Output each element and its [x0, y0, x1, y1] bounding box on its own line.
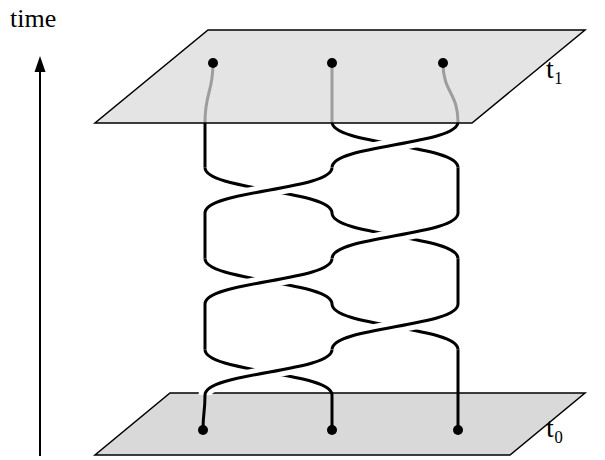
endpoint-dot	[453, 425, 463, 435]
braid-strand	[205, 259, 332, 305]
crossing-gap	[205, 259, 332, 305]
braid-strand	[205, 350, 332, 396]
braid-strand	[332, 304, 458, 350]
braid-strand	[204, 213, 207, 259]
braid-strand	[205, 168, 332, 214]
strand-endpoints	[198, 58, 463, 435]
endpoint-dot	[198, 425, 208, 435]
top-plane	[95, 30, 585, 123]
crossing-gap	[205, 350, 332, 396]
braid-strand	[204, 304, 207, 350]
braid-strand	[457, 168, 460, 214]
crossing-gap	[332, 122, 458, 168]
braid-strand	[205, 168, 332, 214]
endpoint-dot	[208, 58, 218, 68]
time-label: t₀	[546, 414, 564, 442]
braid-strand	[457, 395, 460, 430]
braid-strand	[332, 122, 458, 168]
braid-strand	[457, 259, 460, 305]
time-axis	[39, 70, 41, 456]
braid-strand	[203, 395, 205, 430]
braid-strand	[204, 122, 207, 168]
braid-strand	[332, 122, 458, 168]
bottom-plane	[95, 393, 585, 455]
crossing-gap	[332, 304, 458, 350]
time-label: t₁	[546, 55, 564, 83]
braid-strand	[457, 350, 460, 396]
endpoint-dot	[327, 58, 337, 68]
axis-label: time	[10, 6, 56, 32]
braid-strand	[205, 259, 332, 305]
endpoint-dot	[438, 58, 448, 68]
endpoint-dot	[327, 425, 337, 435]
time-arrowhead	[35, 56, 46, 72]
braid-strand	[332, 213, 458, 259]
crossing-gap	[332, 213, 458, 259]
braid-strand	[205, 350, 332, 396]
crossing-gap	[205, 168, 332, 214]
braid-strand	[332, 304, 458, 350]
braid-strand	[332, 213, 458, 259]
braid-strand	[331, 395, 334, 430]
